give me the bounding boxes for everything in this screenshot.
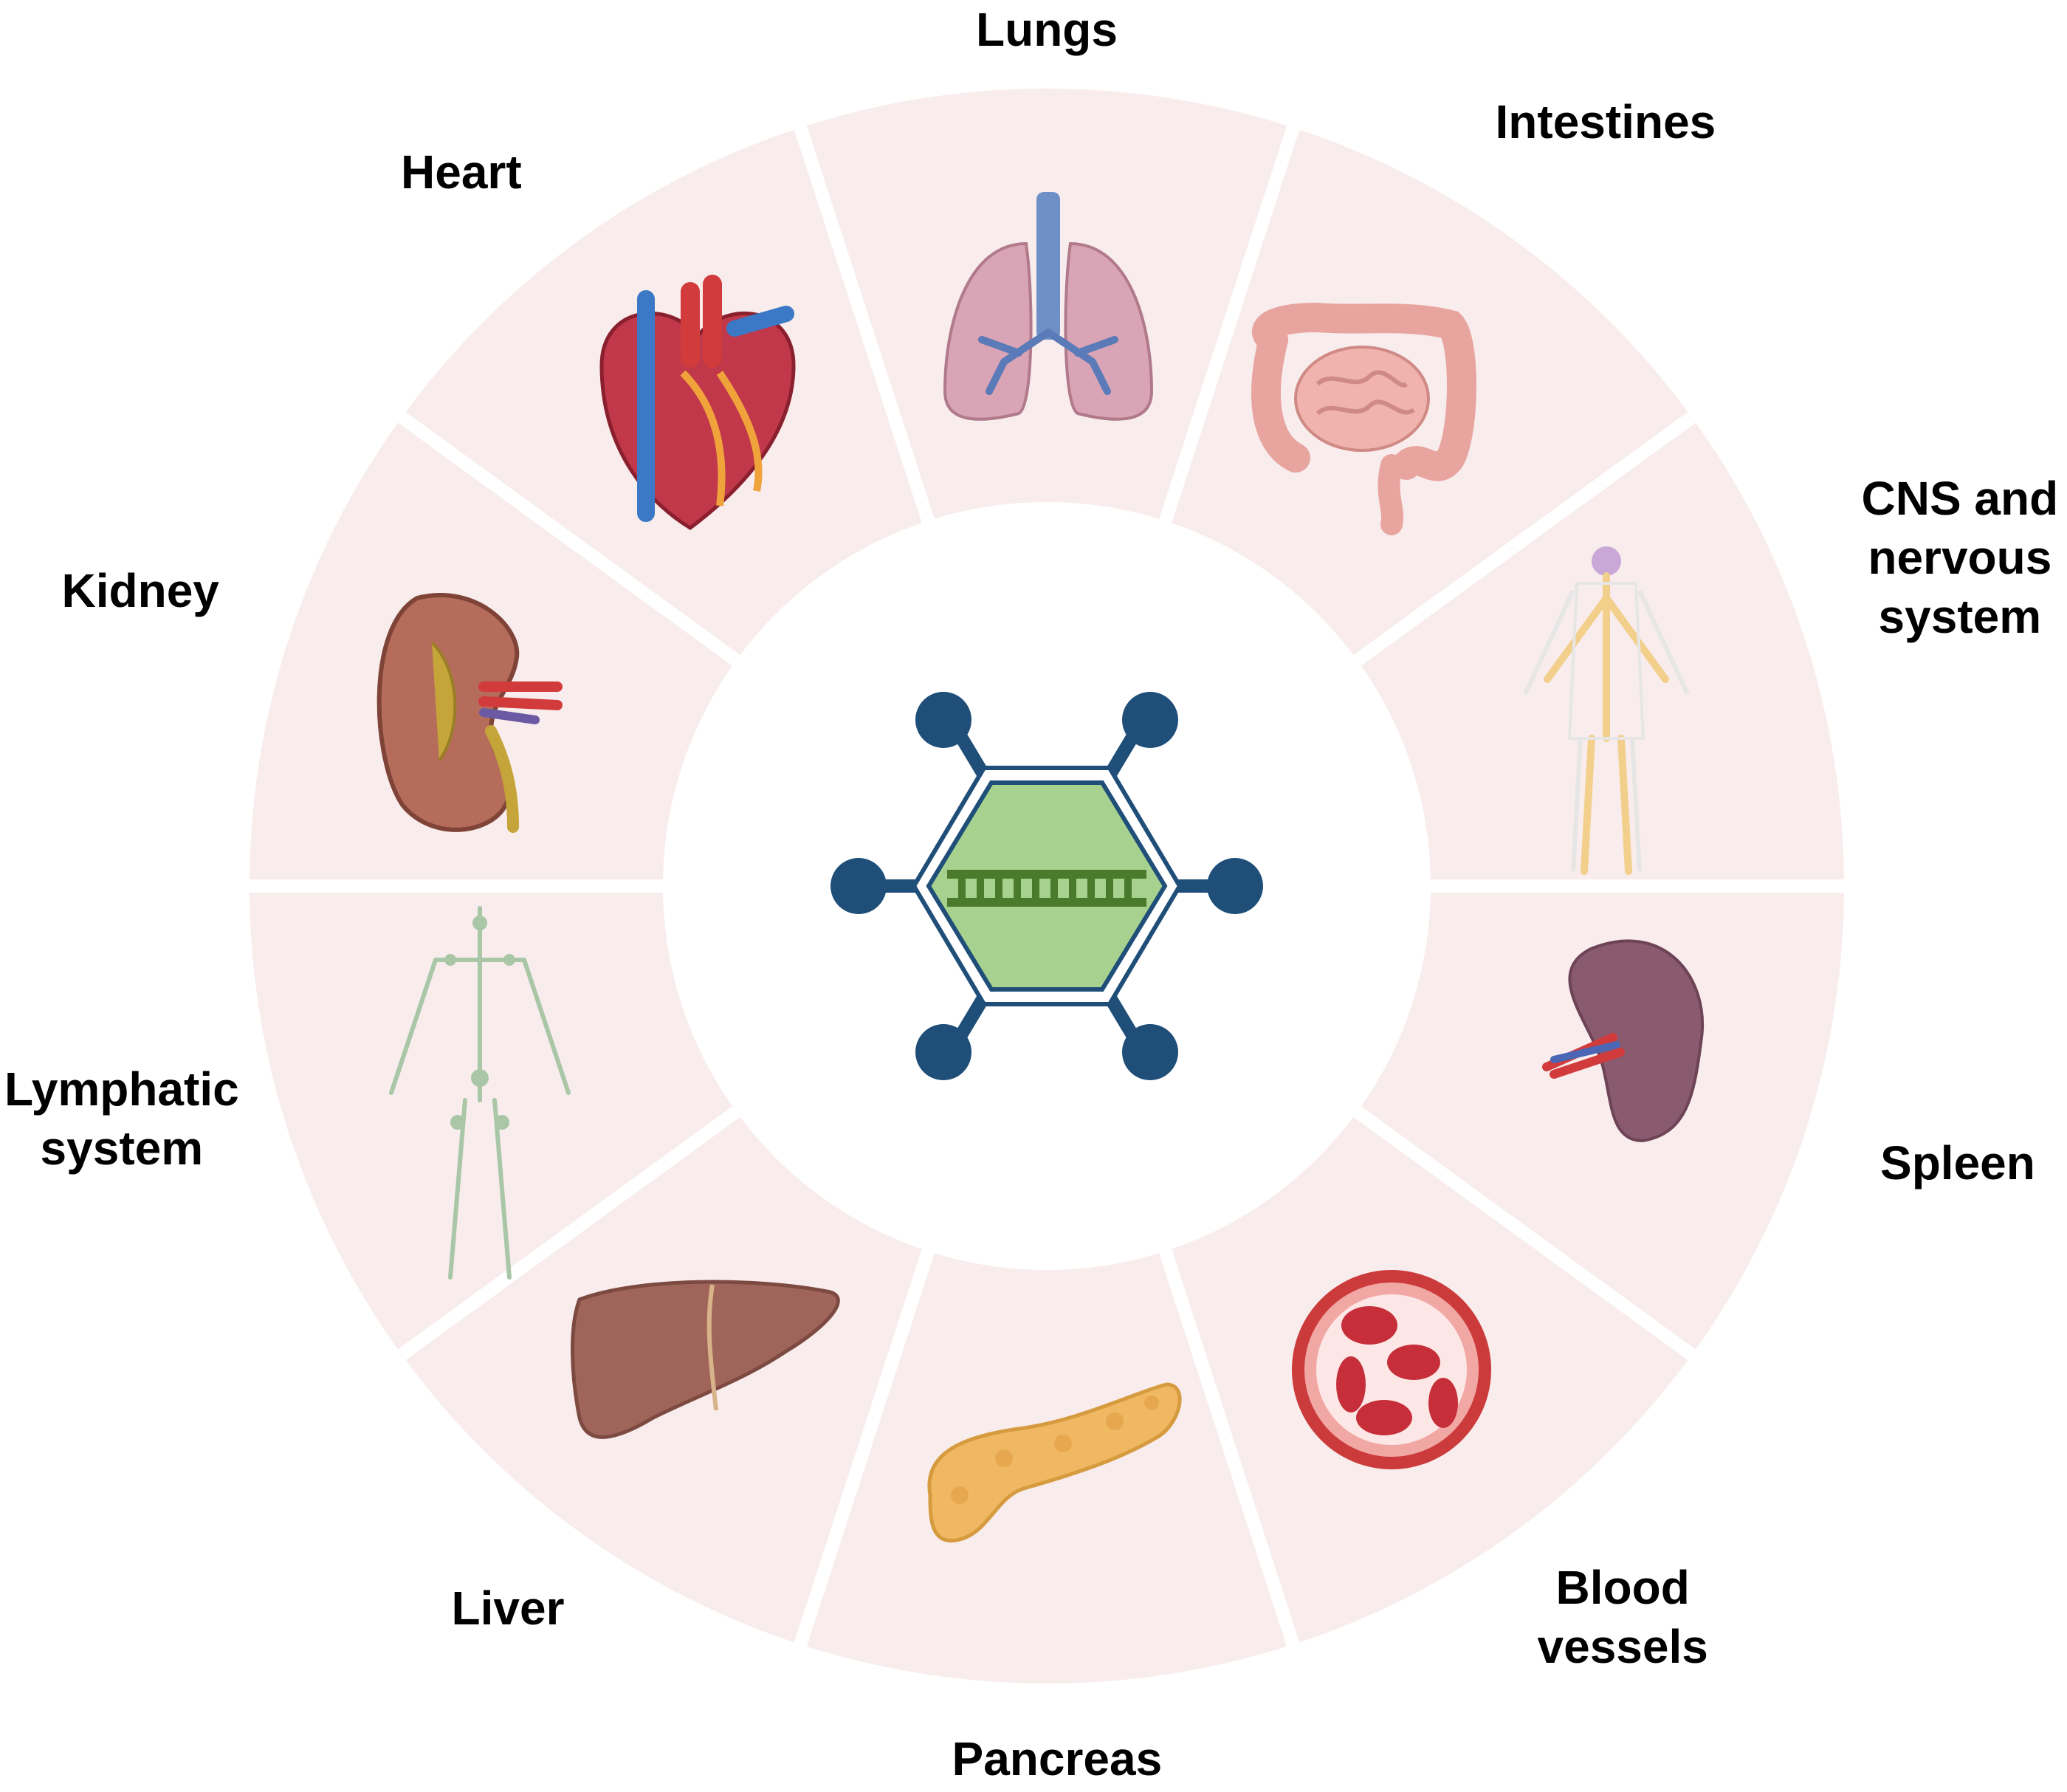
label-lungs: Lungs [976,0,1118,59]
spleen-icon [1542,939,1705,1143]
kidney-icon [376,593,563,833]
label-heart: Heart [401,143,522,202]
segment-spleen [1357,886,1844,1355]
label-cns-line: CNS and [1861,472,2059,525]
label-lymphatic: Lymphatic system [4,1060,239,1178]
heart-icon [599,275,796,531]
blood-vessel-icon [1292,1270,1491,1469]
segment-divider [1347,408,1702,670]
label-spleen: Spleen [1880,1133,2035,1192]
lungs-icon [943,192,1154,421]
label-liver-line: Liver [451,1582,565,1635]
label-kidney-line: Kidney [61,564,219,617]
label-blood-vessels-line: vessels [1537,1620,1708,1673]
segment-divider [391,408,746,670]
nervous-system-icon [1523,546,1690,875]
label-blood-vessels-line: Blood [1555,1561,1690,1614]
label-lungs-line: Lungs [976,3,1118,56]
segment-cns [1357,417,1844,886]
segment-divider [791,118,937,530]
label-intestines: Intestines [1496,92,1716,151]
viral-vector-icon [830,692,1263,1080]
label-cns: CNS and nervous system [1862,469,2059,646]
intestines-icon [1251,302,1476,535]
label-heart-line: Heart [401,145,522,199]
label-pancreas-line: Pancreas [952,1732,1163,1785]
pancreas-icon [927,1382,1182,1543]
label-spleen-line: Spleen [1880,1136,2035,1189]
segment-divider [1347,1102,1702,1364]
label-liver: Liver [452,1579,565,1638]
label-lymphatic-line: system [40,1122,204,1175]
icons-layer [376,192,1705,1543]
segment-divider [791,1242,937,1654]
segment-lymphatic [250,886,737,1355]
label-lymphatic-line: Lymphatic [4,1063,239,1116]
label-kidney: Kidney [62,561,219,620]
label-cns-line: system [1878,590,2042,643]
label-intestines-line: Intestines [1495,95,1716,148]
label-cns-line: nervous [1868,531,2052,584]
label-pancreas: Pancreas [952,1729,1163,1788]
segment-divider [1157,118,1302,530]
segment-divider [1157,1242,1302,1654]
lymphatic-system-icon [389,906,571,1280]
liver-icon [571,1280,840,1439]
segment-divider [391,1102,746,1364]
label-blood-vessels: Blood vessels [1538,1558,1708,1676]
